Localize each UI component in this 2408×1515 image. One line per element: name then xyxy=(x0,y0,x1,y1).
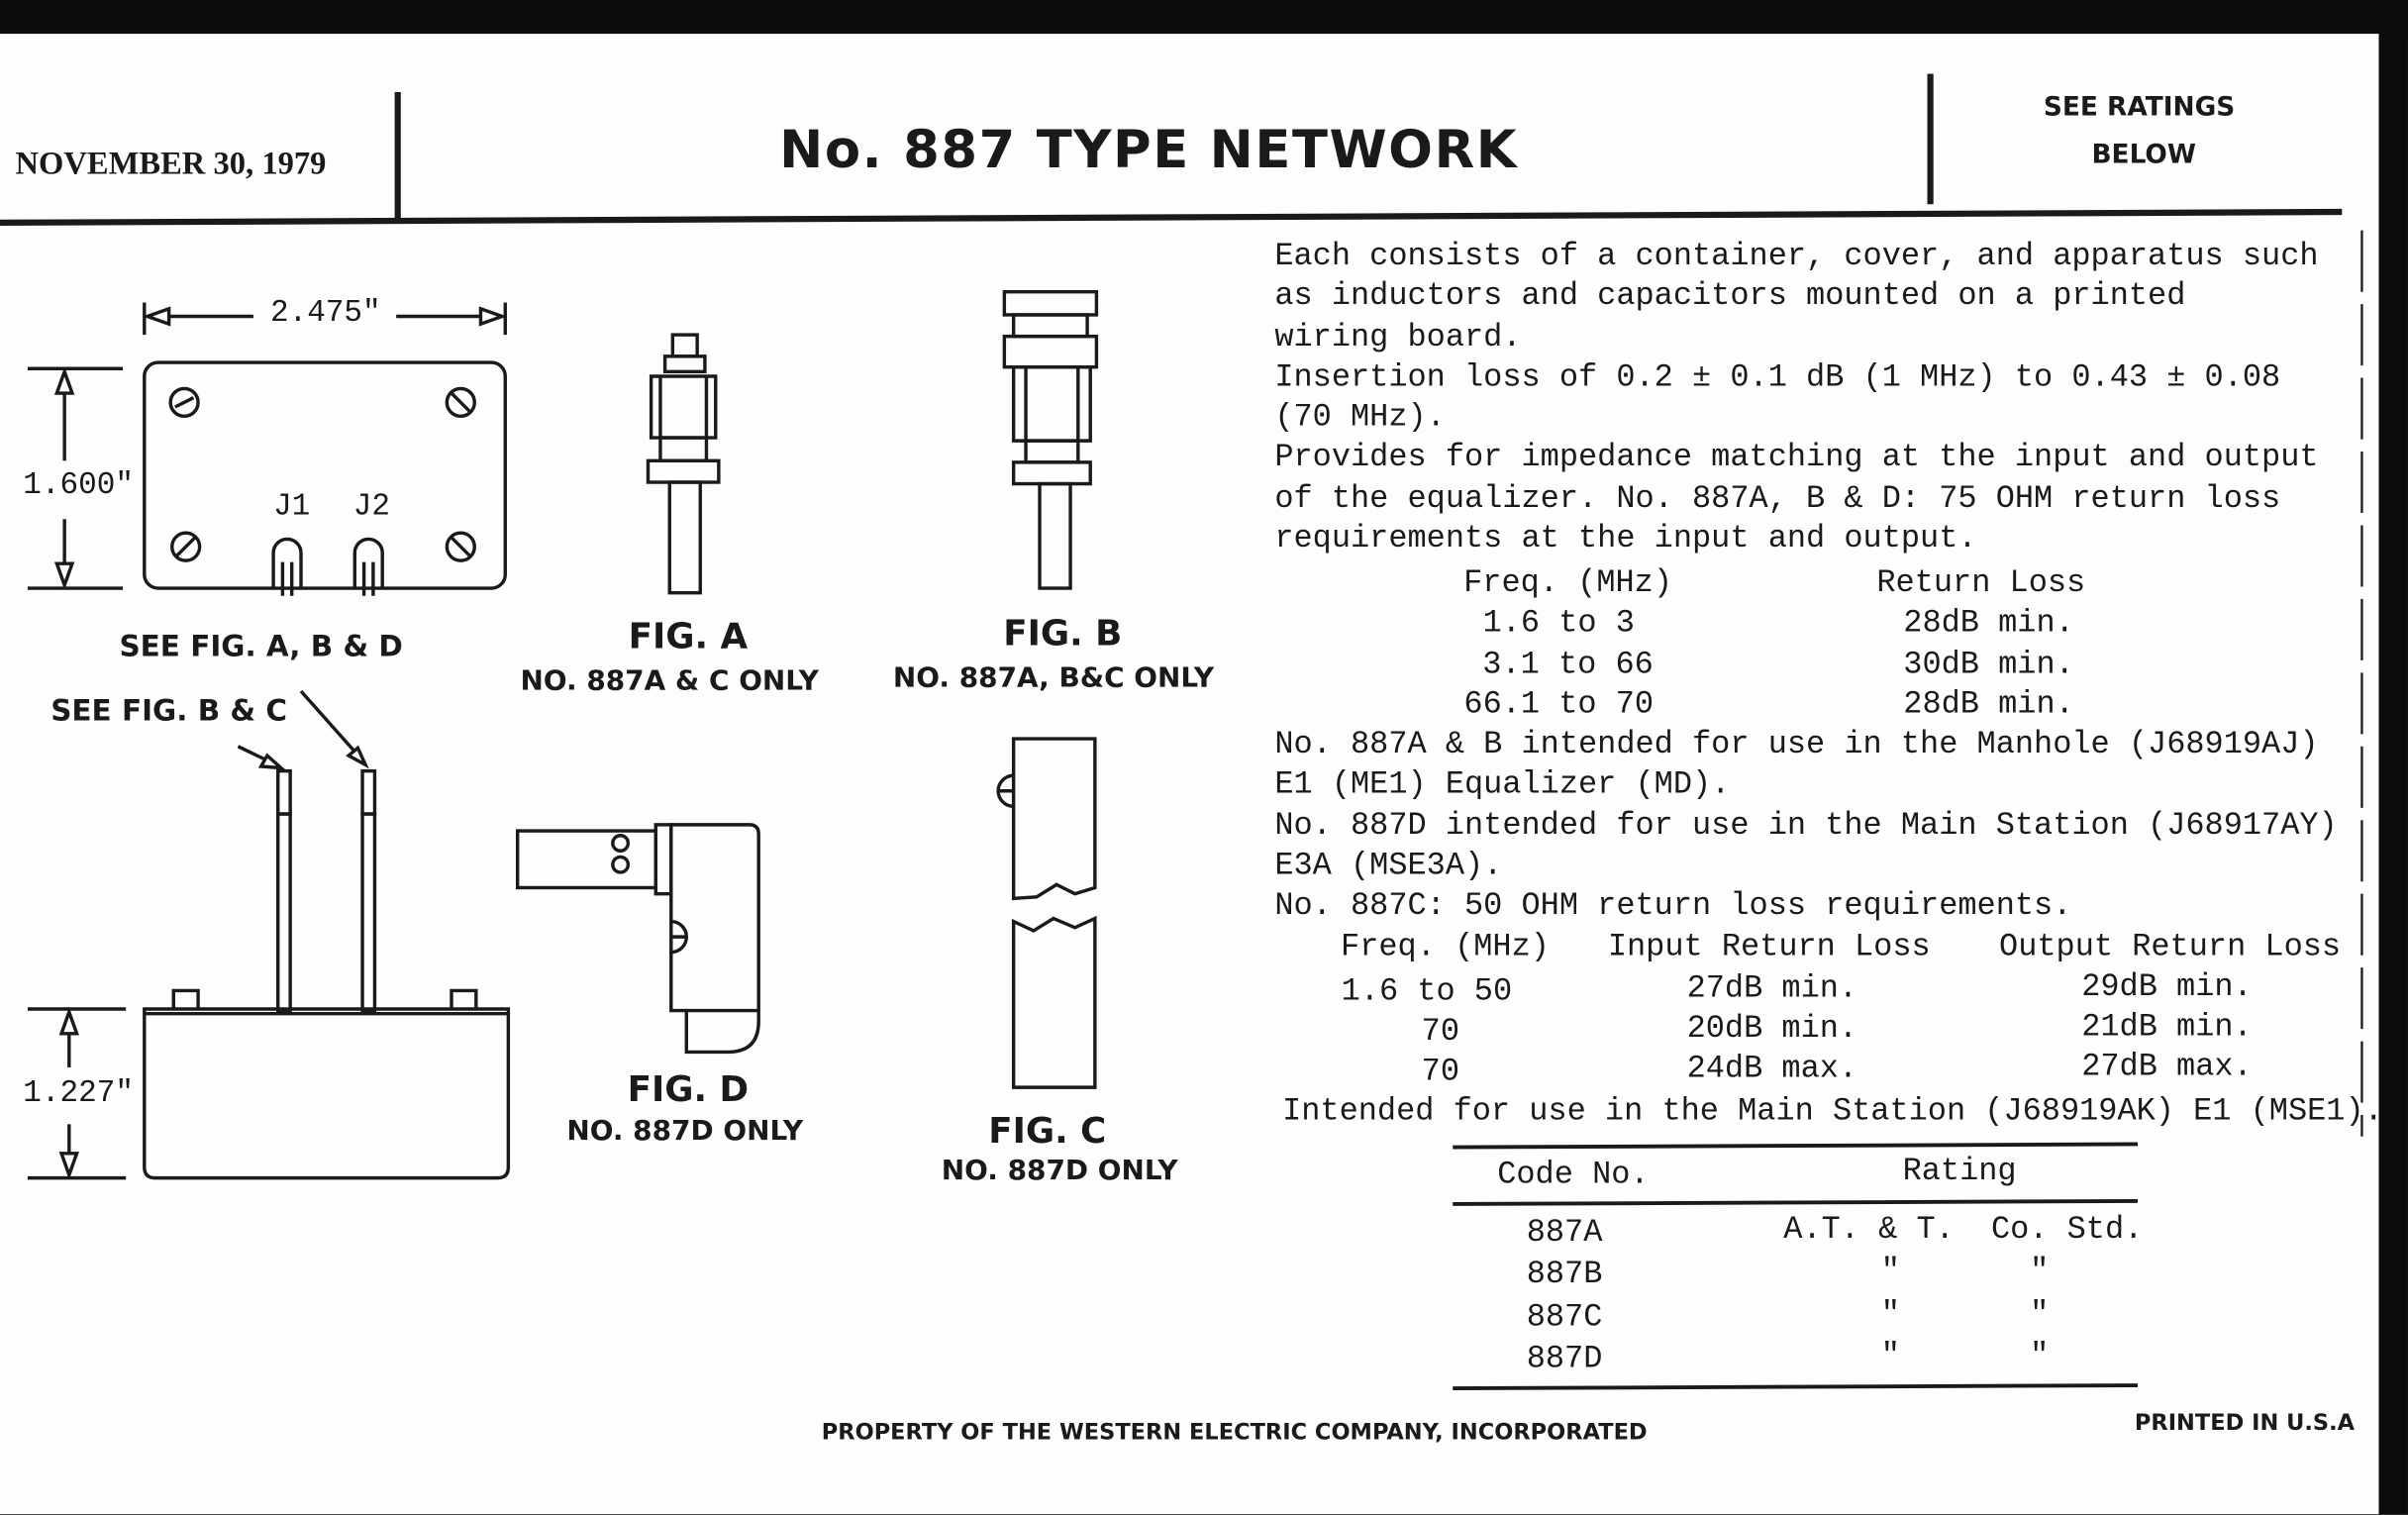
table-cell: 24dB max. xyxy=(1686,1052,1858,1088)
description-line: (70 MHz). xyxy=(1274,401,1446,437)
fig-a-title: FIG. A xyxy=(628,617,749,657)
table-cell: 28dB min. xyxy=(1903,687,2074,724)
see-fig-bc-label: SEE FIG. B & C xyxy=(50,694,288,729)
screw-icon xyxy=(170,531,202,562)
description-line: E1 (ME1) Equalizer (MD). xyxy=(1274,767,1731,804)
property-notice: PROPERTY OF THE WESTERN ELECTRIC COMPANY… xyxy=(821,1420,1648,1446)
description-line: Insertion loss of 0.2 ± 0.1 dB (1 MHz) t… xyxy=(1274,360,2281,396)
table-cell: 29dB min. xyxy=(2081,970,2253,1006)
fig-b-drawing xyxy=(1002,289,1099,590)
table-cell: 66.1 to 70 xyxy=(1463,687,1655,724)
ratings-rule-top xyxy=(1453,1142,2139,1150)
table-cell: 27dB min. xyxy=(1686,971,1858,1008)
ratings-note-2: BELOW xyxy=(2091,140,2196,171)
description-line: E3A (MSE3A). xyxy=(1274,849,1503,885)
height-dimension-top: 1.600" xyxy=(23,468,134,504)
table-cell: 27dB max. xyxy=(2081,1050,2253,1086)
table-cell: 20dB min. xyxy=(1686,1012,1858,1048)
table-cell: 30dB min. xyxy=(1903,648,2074,684)
top-view-drawing xyxy=(27,302,508,596)
width-dimension: 2.475" xyxy=(265,296,386,333)
table-cell: 1.6 to 50 xyxy=(1341,974,1513,1011)
fig-a-drawing xyxy=(646,333,721,595)
scan-border-top xyxy=(0,0,2408,35)
table-header: Output Return Loss xyxy=(1999,930,2342,966)
fig-c-drawing xyxy=(996,737,1097,1089)
description-line: Provides for impedance matching at the i… xyxy=(1274,441,2319,477)
fig-b-title: FIG. B xyxy=(1003,614,1123,655)
issue-date: NOVEMBER 30, 1979 xyxy=(15,144,327,182)
table-cell: 70 xyxy=(1421,1015,1460,1051)
fig-c-title: FIG. C xyxy=(988,1111,1107,1153)
fig-d-title: FIG. D xyxy=(627,1070,750,1111)
usage-notes: No. 887A & B intended for use in the Man… xyxy=(1274,727,2337,929)
scan-border-right xyxy=(2378,0,2408,1515)
ratings-value: " xyxy=(1880,1255,1900,1290)
ratings-note: SEE RATINGS xyxy=(2043,92,2236,124)
see-fig-abd-label: SEE FIG. A, B & D xyxy=(119,629,403,664)
ratings-rule-header xyxy=(1453,1198,2139,1206)
ratings-value: A.T. & T. xyxy=(1783,1213,1955,1249)
description-line: No. 887A & B intended for use in the Man… xyxy=(1274,728,2319,763)
fig-d-drawing xyxy=(515,823,760,1055)
description-line: of the equalizer. No. 887A, B & D: 75 OH… xyxy=(1274,481,2281,518)
table-cell: 1.6 to 3 xyxy=(1482,606,1635,643)
table-cell: 28dB min. xyxy=(1903,606,2074,643)
table-header: Input Return Loss xyxy=(1607,930,1931,966)
ratings-value: " xyxy=(1880,1339,1900,1375)
table-cell: 21dB min. xyxy=(2081,1010,2253,1047)
page-title: No. 887 TYPE NETWORK xyxy=(779,119,1519,182)
ratings-header-code: Code No. xyxy=(1497,1158,1650,1194)
header-rule xyxy=(0,208,2343,226)
description-line: Each consists of a container, cover, and… xyxy=(1274,239,2319,275)
jack-j1-label: J1 xyxy=(273,489,311,526)
screw-icon xyxy=(445,386,476,419)
table-header: Freq. (MHz) xyxy=(1463,566,1673,602)
screw-icon xyxy=(445,531,476,562)
description-line: wiring board. xyxy=(1274,320,1522,356)
jack-j2-label: J2 xyxy=(352,489,390,526)
fig-b-caption: NO. 887A, B&C ONLY xyxy=(892,661,1215,695)
printed-notice: PRINTED IN U.S.A xyxy=(2134,1411,2356,1437)
ratings-value: " xyxy=(2030,1339,2050,1375)
height-dimension-bottom: 1.227" xyxy=(23,1076,134,1112)
closing-note: Intended for use in the Main Station (J6… xyxy=(1282,1094,2383,1131)
table-header: Freq. (MHz) xyxy=(1341,930,1550,966)
screw-icon xyxy=(168,386,200,419)
description: Each consists of a container, cover, and… xyxy=(1274,238,2318,560)
description-line: requirements at the input and output. xyxy=(1274,522,1977,558)
ratings-rule-bottom xyxy=(1453,1383,2139,1391)
ratings-value: " xyxy=(2030,1297,2050,1334)
side-view-drawing xyxy=(27,768,511,1180)
table-header: Return Loss xyxy=(1876,566,2086,602)
ratings-value: Co. Std. xyxy=(1990,1213,2144,1249)
ratings-code: 887B xyxy=(1526,1258,1603,1293)
description-line: as inductors and capacitors mounted on a… xyxy=(1274,279,2186,316)
ratings-value: " xyxy=(1880,1297,1900,1334)
fig-a-caption: NO. 887A & C ONLY xyxy=(520,664,819,698)
ratings-code: 887A xyxy=(1526,1216,1603,1253)
fig-c-caption: NO. 887D ONLY xyxy=(941,1155,1178,1187)
ratings-value: " xyxy=(2030,1255,2050,1290)
ratings-code: 887C xyxy=(1526,1300,1603,1337)
description-line: No. 887C: 50 OHM return loss requirement… xyxy=(1274,889,2072,925)
ratings-code: 887D xyxy=(1526,1342,1603,1378)
fig-d-caption: NO. 887D ONLY xyxy=(566,1115,804,1148)
ratings-header-rating: Rating xyxy=(1902,1155,2017,1191)
description-line: No. 887D intended for use in the Main St… xyxy=(1274,808,2338,845)
table-cell: 3.1 to 66 xyxy=(1482,648,1654,684)
table-cell: 70 xyxy=(1421,1055,1460,1091)
